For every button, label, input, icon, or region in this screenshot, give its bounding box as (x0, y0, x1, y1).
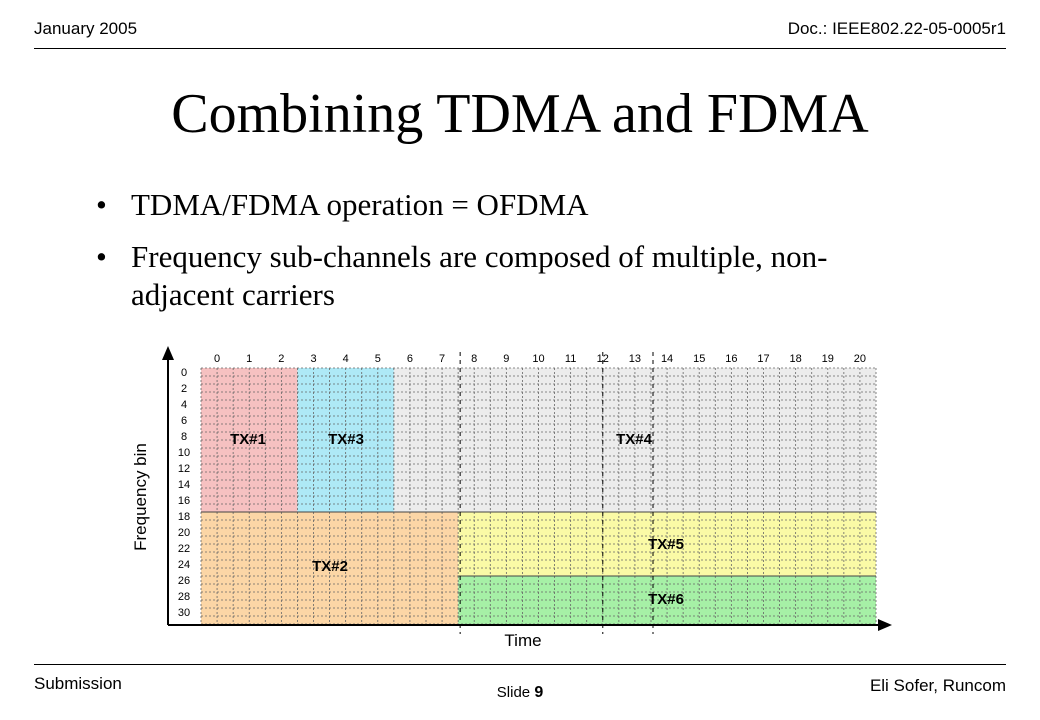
x-axis-title: Time (504, 631, 541, 650)
y-tick-label: 2 (181, 383, 187, 395)
bullet-item: • Frequency sub-channels are composed of… (96, 238, 896, 314)
bullet-text: Frequency sub-channels are composed of m… (131, 239, 828, 312)
slide-label: Slide (496, 684, 531, 701)
region-label: TX#4 (616, 431, 653, 448)
region-label: TX#5 (648, 536, 684, 553)
y-tick-label: 0 (181, 367, 187, 379)
bullet-text: TDMA/FDMA operation = OFDMA (131, 187, 589, 222)
header-divider (34, 48, 1006, 49)
x-tick-label: 9 (503, 353, 509, 365)
region-label: TX#6 (648, 591, 684, 608)
x-tick-label: 11 (565, 353, 576, 365)
slide-title: Combining TDMA and FDMA (171, 83, 869, 145)
y-axis-title: Frequency bin (131, 443, 150, 551)
y-tick-label: 8 (181, 431, 187, 443)
x-tick-label: 0 (214, 353, 220, 365)
header-date: January 2005 (34, 19, 138, 38)
x-tick-label: 7 (439, 353, 445, 365)
y-tick-label: 20 (178, 527, 190, 539)
y-tick-label: 24 (178, 559, 190, 571)
bullet-dot-icon: • (96, 187, 107, 222)
x-tick-label: 8 (471, 353, 477, 365)
y-tick-label: 30 (178, 607, 190, 619)
x-tick-label: 19 (822, 353, 834, 365)
y-tick-label: 28 (178, 591, 190, 603)
x-tick-label: 13 (629, 353, 641, 365)
x-tick-label: 1 (246, 353, 252, 365)
bullet-item: • TDMA/FDMA operation = OFDMA (96, 186, 896, 224)
region-label: TX#2 (312, 558, 348, 575)
footer-slide-number: Slide 9 (0, 684, 1040, 702)
x-tick-label: 10 (532, 353, 544, 365)
y-tick-label: 16 (178, 495, 190, 507)
y-tick-label: 22 (178, 543, 190, 555)
region-label: TX#3 (328, 431, 364, 448)
y-tick-label: 10 (178, 447, 190, 459)
x-tick-label: 12 (597, 353, 609, 365)
footer-submission: Submission (34, 674, 122, 693)
y-tick-label: 18 (178, 511, 190, 523)
x-tick-label: 15 (693, 353, 705, 365)
x-tick-label: 3 (310, 353, 316, 365)
footer-divider (34, 664, 1006, 665)
x-tick-label: 2 (278, 353, 284, 365)
x-tick-label: 5 (375, 353, 381, 365)
x-tick-label: 18 (790, 353, 802, 365)
footer-author: Eli Sofer, Runcom (869, 676, 1006, 695)
region-label: TX#1 (230, 431, 266, 448)
x-tick-label: 20 (854, 353, 866, 365)
x-tick-label: 14 (661, 353, 673, 365)
x-tick-label: 4 (343, 353, 349, 365)
y-axis-arrow-icon (162, 346, 174, 360)
header-doc-id: Doc.: IEEE802.22-05-0005r1 (787, 19, 1006, 38)
y-tick-label: 12 (178, 463, 190, 475)
x-tick-label: 6 (407, 353, 413, 365)
bullet-dot-icon: • (96, 239, 107, 274)
x-axis-arrow-icon (878, 619, 892, 631)
x-tick-label: 17 (757, 353, 769, 365)
bullet-list: • TDMA/FDMA operation = OFDMA • Frequenc… (96, 186, 896, 328)
slide-number: 9 (534, 684, 544, 701)
y-tick-label: 4 (181, 399, 187, 411)
y-tick-label: 6 (181, 415, 187, 427)
y-tick-label: 26 (178, 575, 190, 587)
y-tick-label: 14 (178, 479, 190, 491)
x-tick-label: 16 (725, 353, 737, 365)
